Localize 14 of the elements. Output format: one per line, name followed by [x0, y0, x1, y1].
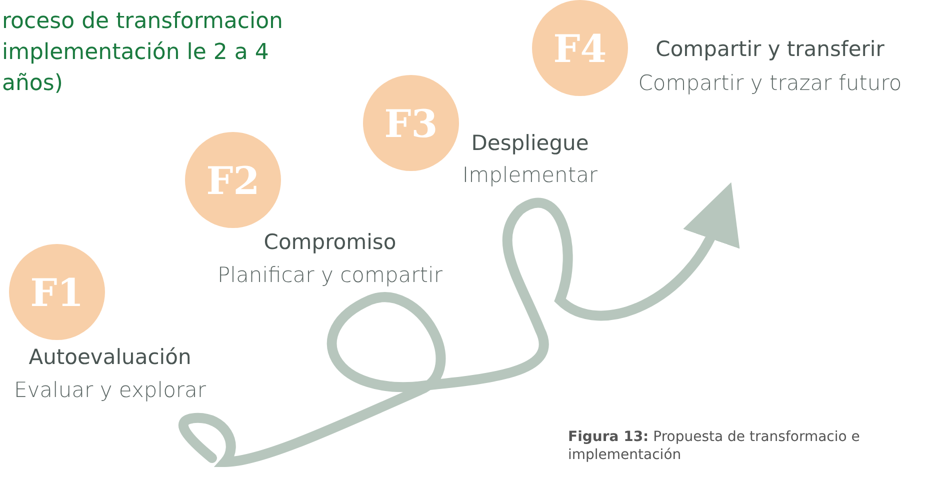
figure-caption: Figura 13: Propuesta de transformacio e implementación — [568, 428, 861, 464]
phase-subtitle: Implementar — [462, 163, 598, 187]
phase-title: Autoevaluación — [28, 345, 192, 369]
title: roceso de transformacion implementación le 2 a 4 años) — [2, 8, 284, 98]
phase-circle: F2 — [185, 132, 281, 228]
phase-subtitle: Compartir y trazar futuro — [638, 71, 902, 95]
phase-title: Despliegue — [471, 131, 589, 155]
phase-subtitle: Evaluar y explorar — [14, 378, 206, 402]
phase-title: Compromiso — [264, 230, 396, 254]
phase-circle: F3 — [363, 75, 459, 171]
phase-subtitle: Planificar y compartir — [218, 263, 442, 287]
phase-title: Compartir y transferir — [656, 37, 884, 61]
phase-circle: F1 — [9, 244, 105, 340]
phase-circle: F4 — [532, 0, 628, 96]
